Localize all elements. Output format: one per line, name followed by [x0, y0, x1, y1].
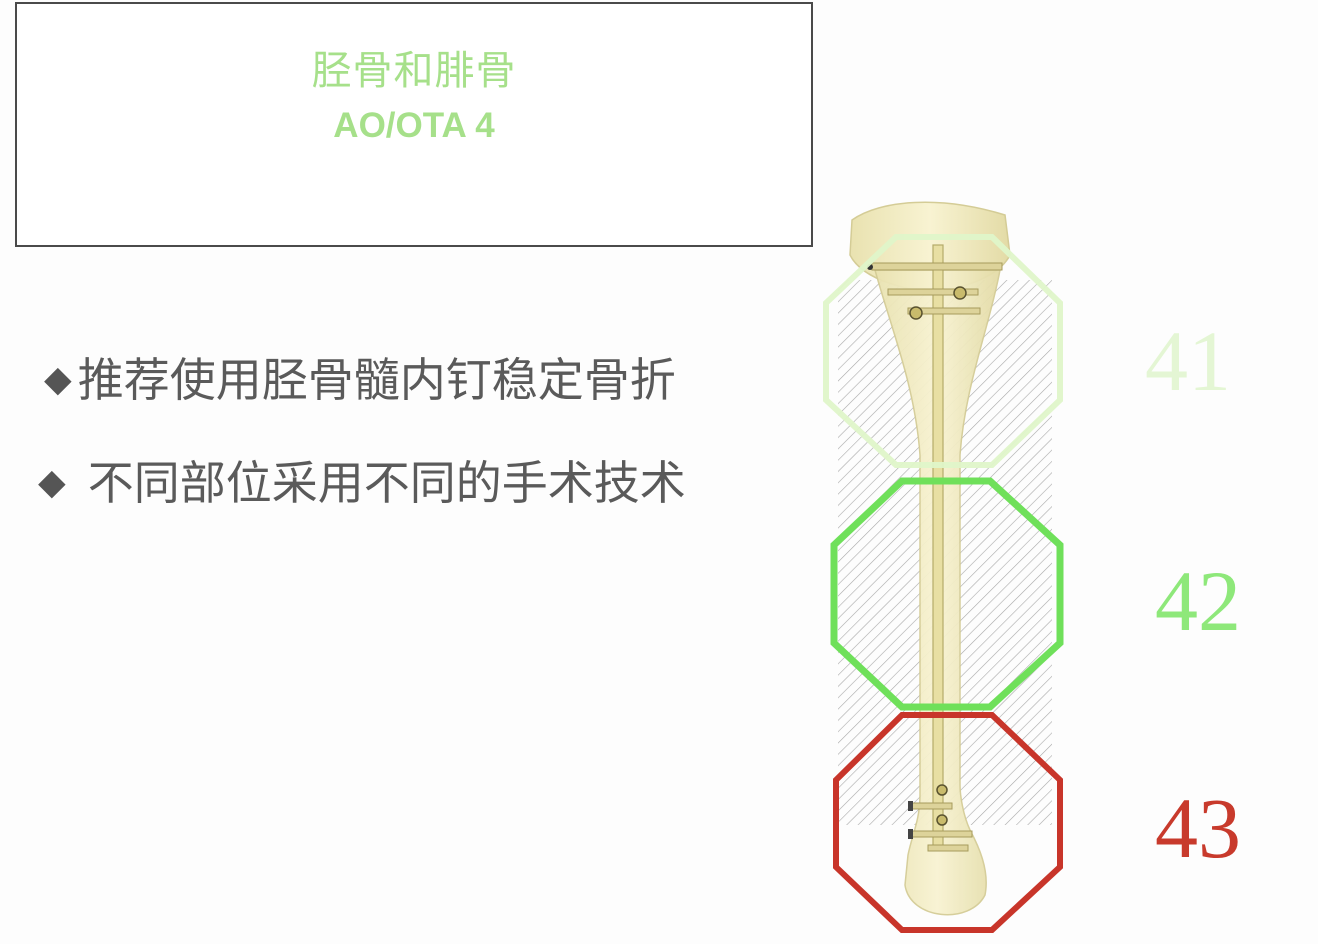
segment-label-43: 43	[1155, 780, 1241, 876]
bullet-item: ◆ 推荐使用胫骨髓内钉稳定骨折	[44, 357, 676, 403]
segment-42-octagon	[830, 477, 1064, 711]
segment-label-42: 42	[1155, 553, 1241, 649]
bullet-text: 推荐使用胫骨髓内钉稳定骨折	[77, 353, 676, 407]
segment-43-octagon	[833, 712, 1063, 933]
intramedullary-nail	[932, 244, 944, 851]
proximal-screws	[867, 262, 1003, 320]
segment-label-41: 41	[1145, 313, 1231, 409]
slide-subtitle: AO/OTA 4	[333, 106, 495, 145]
bullet-item: ◆ 不同部位采用不同的手术技术	[38, 460, 686, 506]
distal-screws	[908, 784, 973, 852]
diamond-bullet-icon: ◆	[38, 462, 66, 503]
title-box: 胫骨和腓骨 AO/OTA 4	[15, 2, 813, 247]
diamond-bullet-icon: ◆	[44, 359, 72, 400]
slide-title: 胫骨和腓骨	[311, 48, 517, 94]
bullet-text: 不同部位采用不同的手术技术	[87, 456, 686, 510]
segment-41-octagon	[823, 234, 1063, 468]
tibia-intramedullary-nail-illustration	[823, 201, 1064, 933]
